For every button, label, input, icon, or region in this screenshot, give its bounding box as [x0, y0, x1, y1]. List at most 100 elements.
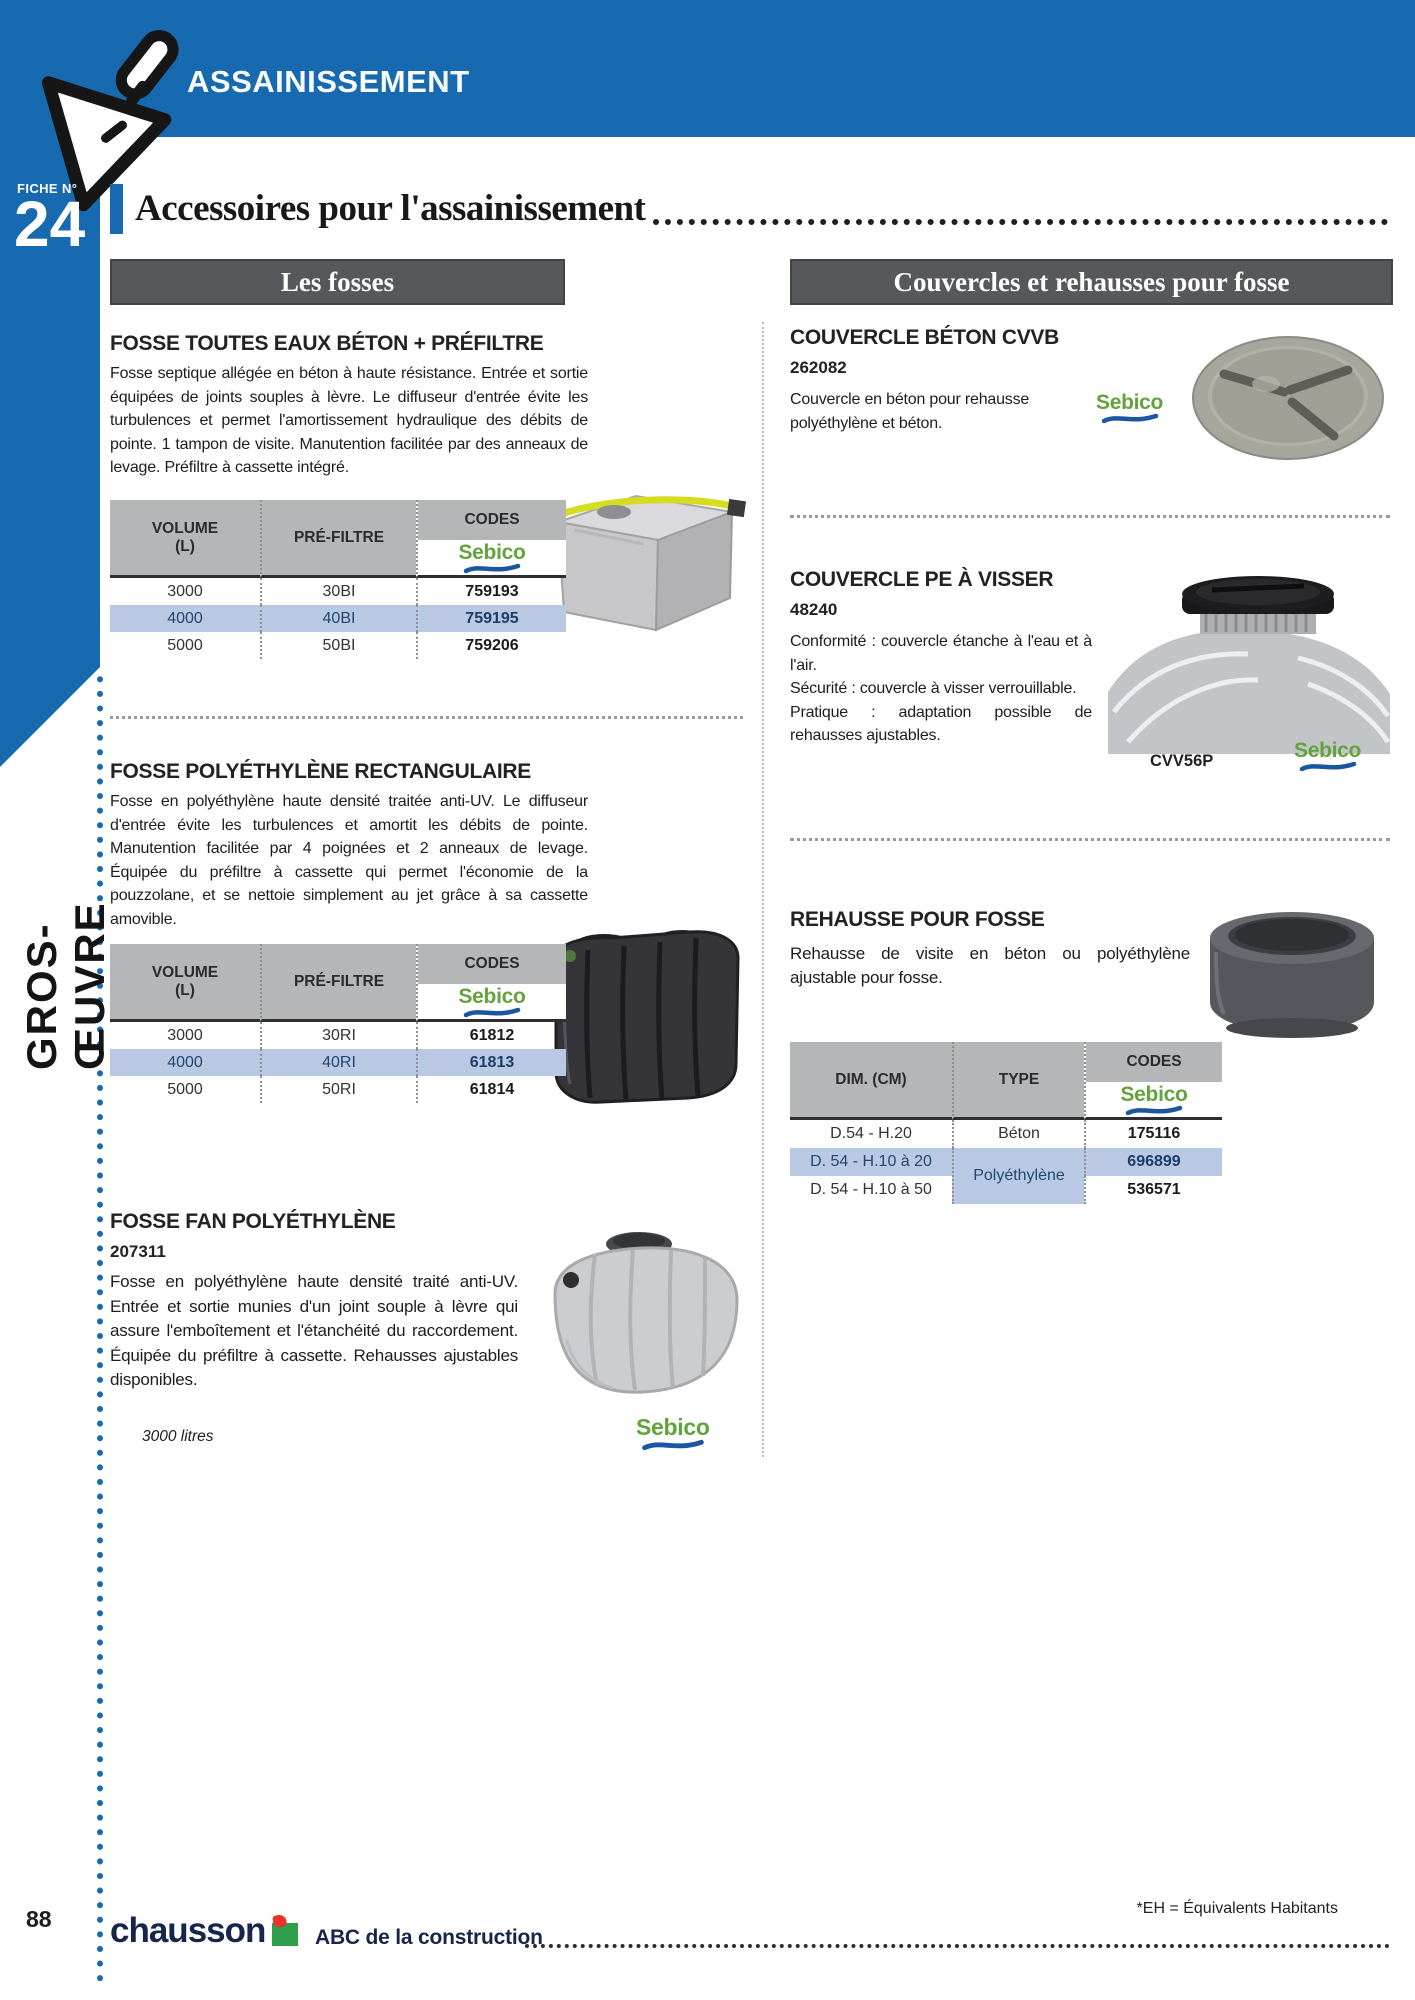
sebico-logo: Sebico: [418, 984, 566, 1019]
table-header-codes: CODES Sebico: [416, 500, 566, 578]
product-title-fosse-fan: FOSSE FAN POLYÉTHYLÈNE: [110, 1210, 396, 1233]
table-cell: 50RI: [260, 1076, 416, 1103]
table-cell: D. 54 - H.10 à 50: [810, 1181, 932, 1198]
product-title-fosse-pe-rect: FOSSE POLYÉTHYLÈNE RECTANGULAIRE: [110, 760, 531, 783]
table-cell: D.54 - H.20: [830, 1125, 912, 1142]
product-image-rehausse: [1194, 892, 1390, 1040]
page-number: 88: [26, 1906, 52, 1932]
sebico-logo: Sebico: [418, 540, 566, 575]
chausson-logo-icon: [269, 1914, 300, 1948]
table-fosse-beton: VOLUME (L) PRÉ-FILTRE CODES Sebico 3000 …: [110, 500, 566, 659]
table-cell: 61814: [416, 1076, 566, 1103]
product-code-couvercle-beton: 262082: [790, 358, 847, 377]
table-cell: 30BI: [260, 578, 416, 605]
product-description-couvercle-pe: Conformité : couvercle étanche à l'eau e…: [790, 630, 1092, 748]
sebico-logo: Sebico: [1096, 392, 1163, 424]
table-header-codes: CODES Sebico: [416, 944, 566, 1022]
product-description-fosse-beton: Fosse septique allégée en béton à haute …: [110, 365, 588, 476]
table-cell: 5000: [167, 1080, 203, 1098]
sebico-wave-icon: [463, 1007, 521, 1017]
footer-brand-name: chausson: [110, 1911, 266, 1950]
title-dotted-leader: [653, 219, 1388, 225]
product-code-couvercle-pe: 48240: [790, 600, 838, 619]
product-capacity-note: 3000 litres: [142, 1428, 214, 1445]
table-cell: 3000: [167, 1026, 203, 1044]
fiche-label: FICHE N°: [17, 181, 78, 196]
sebico-wave-icon: [1101, 413, 1158, 424]
table-cell: 40RI: [260, 1049, 416, 1076]
product-title-fosse-beton: FOSSE TOUTES EAUX BÉTON + PRÉFILTRE: [110, 332, 544, 355]
table-cell: 61813: [416, 1049, 566, 1076]
sidebar-dotted-line: [96, 672, 104, 1988]
column-divider: [762, 322, 764, 1457]
sebico-wave-icon: [1299, 761, 1356, 772]
table-cell: 50BI: [260, 632, 416, 659]
sebico-logo: Sebico: [1086, 1082, 1222, 1117]
product-description-fosse-pe-rect: Fosse en polyéthylène haute densité trai…: [110, 793, 588, 928]
product-description-fosse-fan: Fosse en polyéthylène haute densité trai…: [110, 1272, 518, 1389]
description-line: Conformité : couvercle étanche à l'eau e…: [790, 633, 1092, 674]
product-title-rehausse: REHAUSSE POUR FOSSE: [790, 908, 1045, 931]
table-cell-merged-type: Polyéthylène: [952, 1148, 1084, 1204]
table-rehausse: DIM. (CM) TYPE CODES Sebico D.54 - H.20 …: [790, 1042, 1222, 1204]
table-cell: 759206: [416, 632, 566, 659]
footer-note: *EH = Équivalents Habitants: [1136, 1900, 1338, 1917]
table-cell: 4000: [110, 1049, 260, 1076]
top-banner: [0, 0, 1415, 137]
table-cell: 30RI: [260, 1022, 416, 1049]
product-description-couvercle-beton: Couvercle en béton pour rehausse polyéth…: [790, 391, 1030, 432]
divider-right-2: [790, 838, 1390, 841]
product-title-couvercle-pe: COUVERCLE PE À VISSER: [790, 568, 1054, 591]
product-image-fosse-beton: [540, 460, 747, 656]
table-cell: 5000: [167, 636, 203, 654]
table-cell: D. 54 - H.10 à 20: [790, 1148, 952, 1176]
table-header-volume: VOLUME (L): [110, 500, 260, 578]
table-fosse-pe-rect: VOLUME (L) PRÉ-FILTRE CODES Sebico 3000 …: [110, 944, 566, 1103]
codes-label: CODES: [418, 500, 566, 540]
table-cell: 536571: [1084, 1176, 1222, 1204]
table-cell: 4000: [110, 605, 260, 632]
table-header-volume: VOLUME (L): [110, 944, 260, 1022]
divider-left-1: [110, 716, 743, 719]
sidebar-band-corner: [0, 667, 100, 767]
product-image-caption: CVV56P: [1150, 752, 1214, 770]
product-image-fosse-fan: [543, 1220, 745, 1414]
table-cell: 696899: [1084, 1148, 1222, 1176]
table-cell: 40BI: [260, 605, 416, 632]
table-header-prefiltre: PRÉ-FILTRE: [260, 500, 416, 578]
table-header-codes: CODES Sebico: [1084, 1042, 1222, 1120]
table-cell: 759195: [416, 605, 566, 632]
table-cell: Béton: [952, 1120, 1084, 1148]
page-title: Accessoires pour l'assainissement: [135, 188, 646, 229]
sebico-wave-icon: [641, 1439, 704, 1451]
fiche-number: 24: [14, 188, 86, 260]
description-line: Pratique : adaptation possible de rehaus…: [790, 703, 1092, 745]
table-header-type: TYPE: [952, 1042, 1084, 1120]
page-title-row: Accessoires pour l'assainissement: [110, 178, 1392, 234]
table-header-prefiltre: PRÉ-FILTRE: [260, 944, 416, 1022]
section-header-les-fosses: Les fosses: [110, 259, 565, 305]
sebico-wave-icon: [463, 563, 521, 573]
codes-label: CODES: [418, 944, 566, 984]
sebico-wave-icon: [1125, 1105, 1183, 1115]
table-cell: 759193: [416, 578, 566, 605]
trowel-icon: [28, 22, 213, 247]
title-accent-bar: [110, 184, 123, 234]
table-header-dim: DIM. (CM): [790, 1042, 952, 1120]
sebico-logo: Sebico: [1294, 740, 1361, 772]
codes-label: CODES: [1086, 1042, 1222, 1082]
product-image-fosse-pe-rect: [540, 916, 746, 1108]
table-cell: 3000: [167, 582, 203, 600]
table-cell: 61812: [416, 1022, 566, 1049]
description-line: Sécurité : couvercle à visser verrouilla…: [790, 680, 1077, 697]
product-image-couvercle-beton: [1188, 330, 1388, 464]
product-image-couvercle-pe: [1108, 572, 1391, 754]
category-title: ASSAINISSEMENT: [187, 64, 470, 99]
footer-dotted-leader: [525, 1944, 1390, 1948]
footer-tagline: ABC de la construction: [315, 1926, 543, 1949]
footer-brand: chausson: [110, 1911, 300, 1950]
sidebar-vertical-label: GROS-ŒUVRE: [18, 901, 113, 1070]
product-title-couvercle-beton: COUVERCLE BÉTON CVVB: [790, 326, 1059, 349]
product-code-fosse-fan: 207311: [110, 1242, 166, 1261]
